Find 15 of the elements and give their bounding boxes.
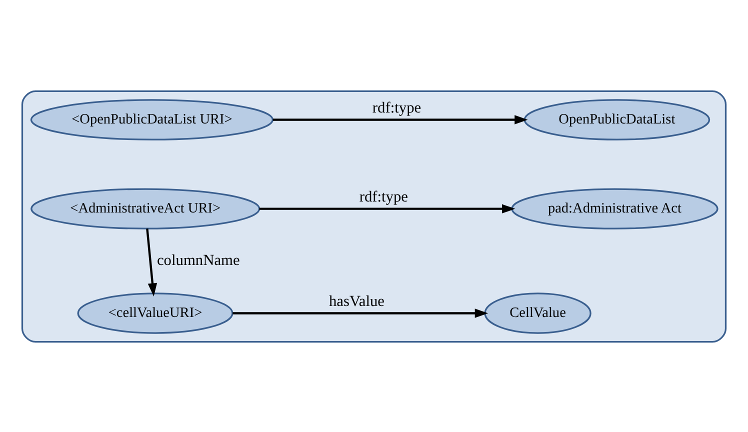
arrow xyxy=(259,204,516,213)
cluster xyxy=(21,90,727,342)
node-ellipse: <OpenPublicDataList URI> xyxy=(30,98,274,140)
node-ellipse: pad:Administrative Act xyxy=(511,188,718,229)
node-ellipse: OpenPublicDataList xyxy=(524,98,710,140)
node-ellipse: <AdministrativeAct URI> xyxy=(30,188,260,229)
node-ellipse: <cellValueURI> xyxy=(77,292,234,334)
arrow xyxy=(146,228,158,296)
edge-label: rdf:type xyxy=(372,98,422,116)
node-ellipse: CellValue xyxy=(484,292,592,334)
edge-label: rdf:type xyxy=(359,188,408,205)
edge-label: columnName xyxy=(156,252,240,269)
edge-label: hasValue xyxy=(328,292,384,310)
arrow xyxy=(272,114,528,124)
arrow xyxy=(232,308,488,318)
